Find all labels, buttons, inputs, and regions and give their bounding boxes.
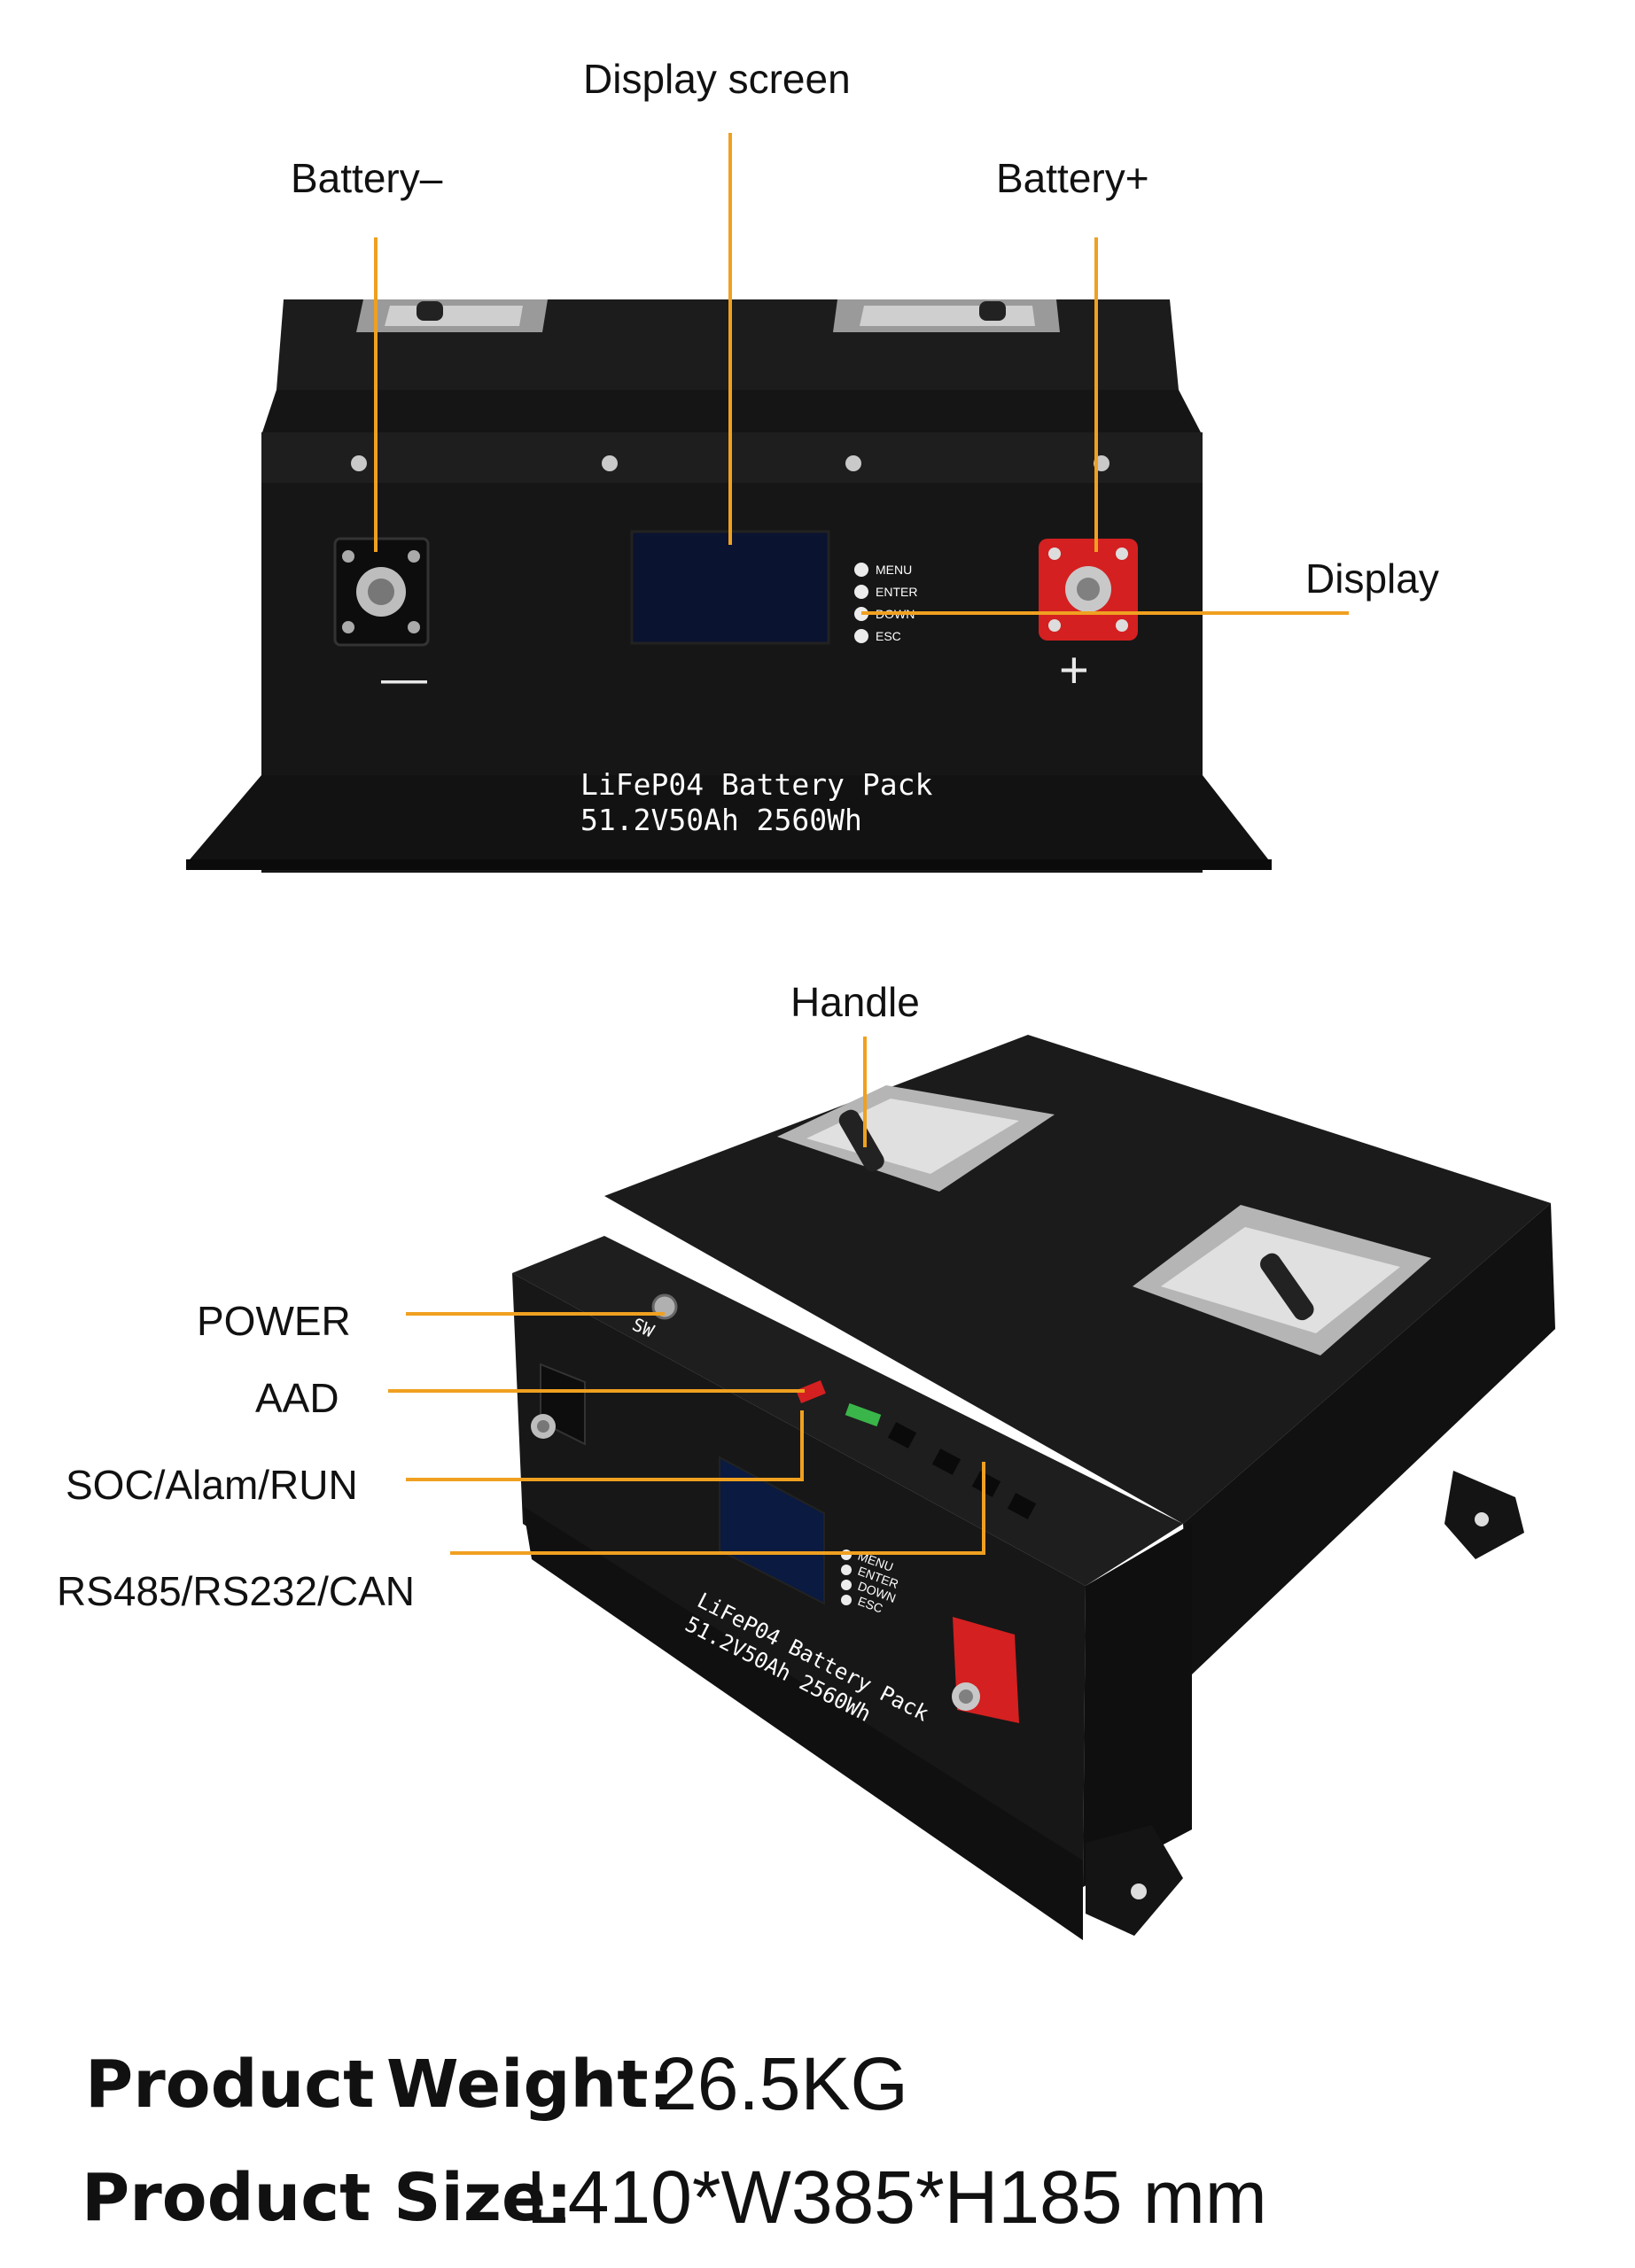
label-battery-plus: Battery+ — [996, 155, 1149, 201]
leader-display-screen — [728, 133, 732, 545]
soc-led-bar — [845, 1402, 882, 1427]
plus-symbol: + — [1059, 641, 1089, 699]
leader-handle — [863, 1037, 867, 1147]
terminal-positive-icon — [952, 1617, 1019, 1723]
label-handle: Handle — [790, 979, 920, 1025]
leader-display — [861, 611, 1349, 615]
mount-foot — [1086, 1825, 1183, 1936]
label-display: Display — [1305, 555, 1439, 602]
label-battery-minus: Battery– — [291, 155, 443, 201]
leader-aad — [388, 1389, 805, 1393]
bottom-flange — [186, 775, 1272, 864]
terminal-positive-icon — [1039, 539, 1138, 641]
size-key: Product Size: — [82, 2160, 572, 2236]
leader-battery-minus — [374, 237, 378, 552]
label-soc-alarm-run: SOC/Alam/RUN — [66, 1462, 358, 1508]
dip-switch — [796, 1379, 826, 1404]
weight-value: 26.5KG — [656, 2042, 908, 2125]
leader-soc-alarm-run — [406, 1478, 802, 1481]
front-battery-illustration: MENU ENTER DOWN ESC LiFeP04 Battery Pack… — [186, 299, 1272, 873]
leader-power — [406, 1312, 665, 1316]
leader-comms-vertical — [982, 1462, 985, 1555]
label-display-screen: Display screen — [583, 56, 851, 102]
angled-battery-illustration: LiFeP04 Battery Pack 51.2V50Ah 2560Wh SW… — [512, 1035, 1555, 1940]
label-aad: AAD — [255, 1375, 339, 1421]
handle-icon — [777, 1085, 1055, 1192]
comm-ports — [887, 1422, 1037, 1519]
minus-symbol: — — [381, 653, 427, 704]
lcd-screen — [719, 1456, 825, 1605]
front-pack-line2: 51.2V50Ah 2560Wh — [580, 803, 862, 837]
front-button-enter: ENTER — [876, 585, 917, 599]
front-button-esc: ESC — [876, 629, 901, 643]
label-power: POWER — [197, 1298, 351, 1344]
lcd-screen — [630, 530, 830, 645]
leader-soc-alarm-run-vertical — [800, 1410, 804, 1481]
front-button-menu: MENU — [876, 563, 912, 577]
terminal-negative-icon — [531, 1363, 586, 1446]
size-value: L410*W385*H185 mm — [526, 2155, 1267, 2239]
led-icon — [854, 563, 868, 643]
weight-key: Product — [85, 2047, 375, 2123]
front-pack-line1: LiFeP04 Battery Pack — [580, 767, 932, 802]
terminal-negative-icon — [333, 537, 430, 647]
label-comms: RS485/RS232/CAN — [57, 1568, 415, 1614]
handle-icon — [1133, 1205, 1431, 1355]
leader-comms — [450, 1551, 985, 1555]
weight-key2: Weight: — [386, 2047, 675, 2123]
leader-battery-plus — [1094, 237, 1098, 552]
